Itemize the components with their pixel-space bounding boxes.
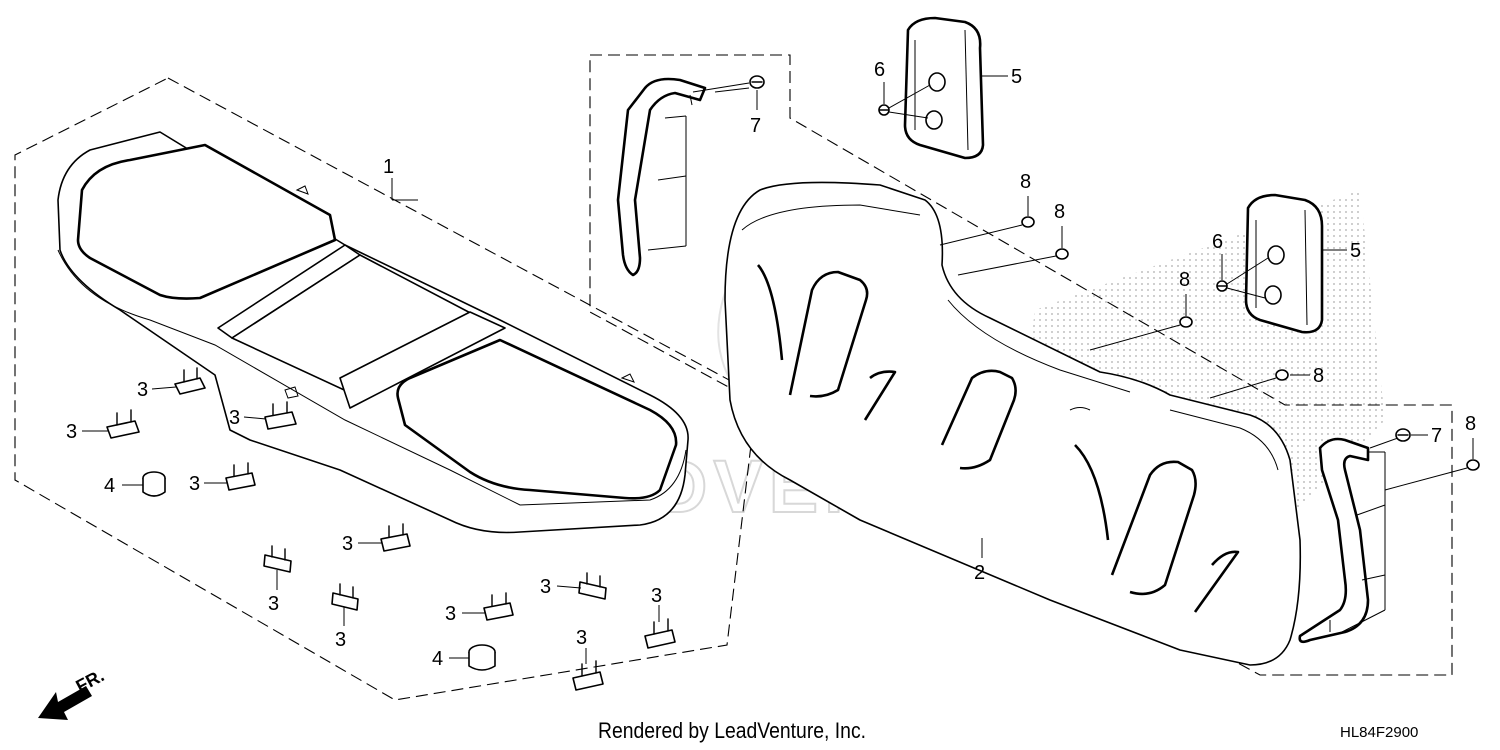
callout-1: 1 bbox=[383, 156, 394, 178]
clip-6 bbox=[263, 545, 292, 573]
clip-3 bbox=[264, 401, 297, 430]
front-arrow-icon bbox=[38, 686, 92, 720]
screw-8-a bbox=[1021, 216, 1035, 228]
callout-2: 2 bbox=[974, 562, 985, 584]
clip-9 bbox=[578, 572, 607, 600]
callout-3-c: 3 bbox=[229, 407, 240, 429]
callout-8-d: 8 bbox=[1313, 365, 1324, 387]
headrest-pad-top[interactable] bbox=[903, 16, 985, 160]
callout-3-b: 3 bbox=[66, 421, 77, 443]
callout-3-i: 3 bbox=[540, 576, 551, 598]
backrest-cushion[interactable] bbox=[724, 181, 1302, 666]
callout-7-b: 7 bbox=[1431, 425, 1442, 447]
seat-cushion[interactable] bbox=[57, 131, 689, 534]
backrest-side-trim-right[interactable] bbox=[1298, 437, 1370, 644]
callout-7-a: 7 bbox=[750, 115, 761, 137]
screw-8-d bbox=[1275, 369, 1289, 381]
render-credit: Rendered by LeadVenture, Inc. bbox=[598, 718, 867, 743]
grommet-1 bbox=[142, 471, 166, 497]
callout-8-b: 8 bbox=[1054, 201, 1065, 223]
clip-2 bbox=[106, 409, 140, 439]
clip-1 bbox=[174, 367, 206, 395]
callout-6-b: 6 bbox=[1212, 231, 1223, 253]
clip-7 bbox=[331, 583, 359, 611]
screw-8-b bbox=[1055, 248, 1069, 260]
clip-5 bbox=[380, 523, 411, 552]
clip-parts[interactable] bbox=[106, 367, 676, 691]
screw-8-e bbox=[1466, 459, 1480, 471]
callout-8-e: 8 bbox=[1465, 413, 1476, 435]
bolt-6-top[interactable] bbox=[878, 104, 890, 116]
backrest-side-trim-left[interactable] bbox=[616, 77, 707, 277]
grommet-2 bbox=[468, 644, 496, 671]
callout-4-b: 4 bbox=[432, 648, 443, 670]
front-direction-indicator: FR. bbox=[38, 665, 107, 720]
bolt-6-right[interactable] bbox=[1216, 280, 1228, 292]
callout-3-k: 3 bbox=[576, 627, 587, 649]
clip-8 bbox=[483, 592, 514, 621]
screws-8[interactable] bbox=[1021, 216, 1480, 471]
callout-3-a: 3 bbox=[137, 379, 148, 401]
callout-3-j: 3 bbox=[651, 585, 662, 607]
clip-11 bbox=[572, 660, 604, 691]
clip-4 bbox=[225, 462, 256, 491]
callout-5-a: 5 bbox=[1011, 66, 1022, 88]
callout-6-a: 6 bbox=[874, 59, 885, 81]
clip-10 bbox=[644, 618, 676, 649]
grommet-parts[interactable] bbox=[142, 471, 496, 671]
callouts-left: 3 3 3 3 3 3 3 3 3 3 3 4 4 bbox=[66, 379, 662, 670]
screw-7-top[interactable] bbox=[749, 75, 765, 89]
callout-3-f: 3 bbox=[268, 593, 279, 615]
headrest-pad-right[interactable] bbox=[1244, 193, 1324, 334]
screw-8-c bbox=[1179, 316, 1193, 328]
callout-5-b: 5 bbox=[1350, 240, 1361, 262]
callout-8-c: 8 bbox=[1179, 269, 1190, 291]
callout-3-g: 3 bbox=[335, 629, 346, 651]
callout-3-e: 3 bbox=[342, 533, 353, 555]
callout-3-h: 3 bbox=[445, 603, 456, 625]
callout-3-d: 3 bbox=[189, 473, 200, 495]
callout-4-a: 4 bbox=[104, 475, 115, 497]
screw-7-right[interactable] bbox=[1395, 428, 1411, 442]
callouts-8: 8 8 8 8 8 bbox=[939, 171, 1476, 491]
diagram-code: HL84F2900 bbox=[1340, 724, 1419, 741]
callout-8-a: 8 bbox=[1020, 171, 1031, 193]
